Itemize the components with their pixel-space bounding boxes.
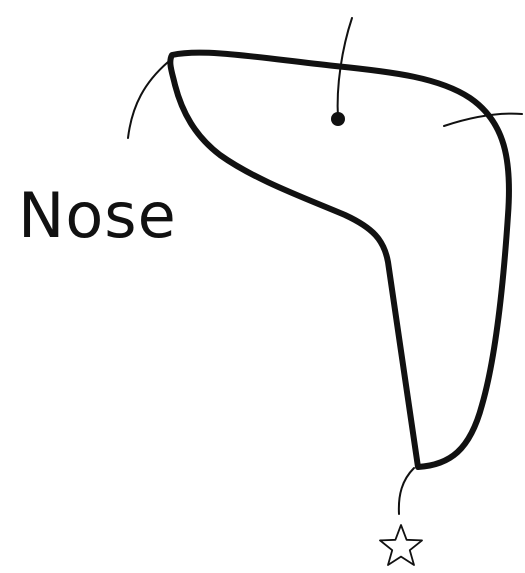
nose-label: Nose: [18, 179, 177, 252]
head-outline: [167, 49, 513, 470]
dot-icon: [331, 112, 345, 126]
nose-leader-line: [127, 61, 169, 139]
right-leader-line: [443, 112, 523, 127]
star-outline-icon: [379, 524, 423, 566]
bottom-leader-line: [397, 467, 415, 515]
top-leader-line: [336, 17, 353, 119]
